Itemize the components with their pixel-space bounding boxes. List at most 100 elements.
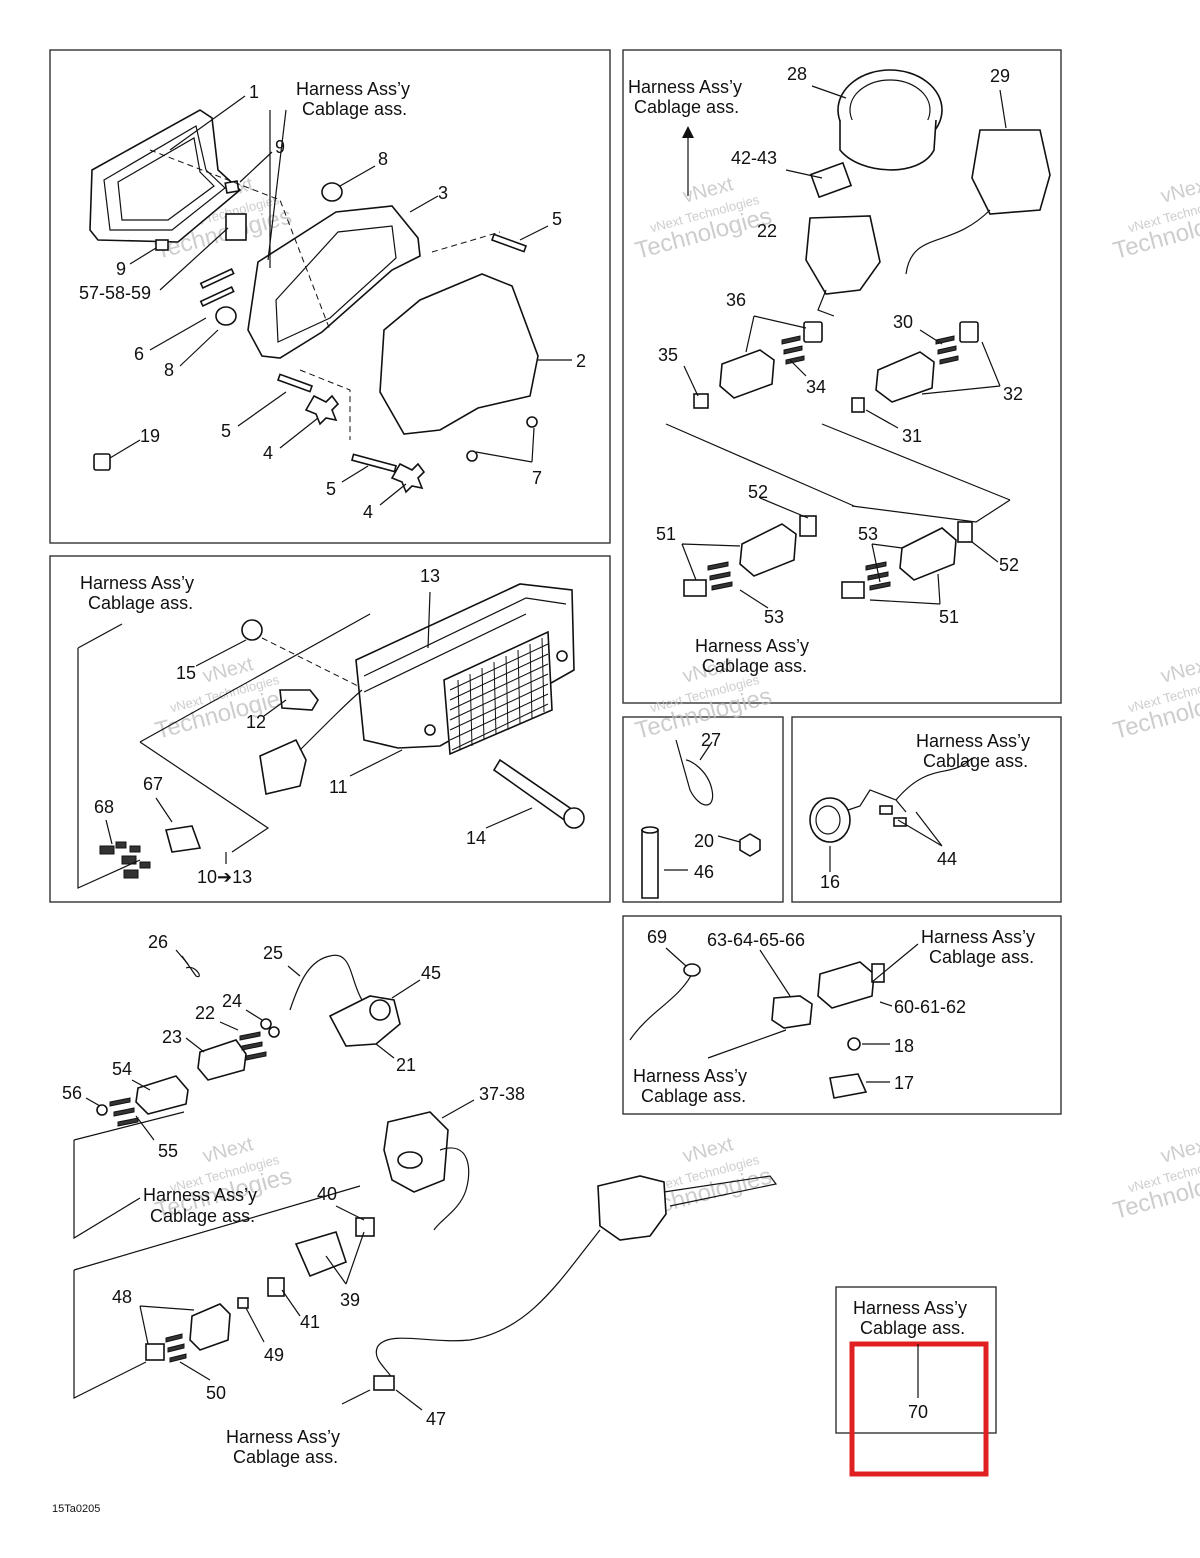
callout: 47 (426, 1409, 446, 1429)
callout: 70 (908, 1402, 928, 1422)
callout: 50 (206, 1383, 226, 1403)
harness-label-1: Harness Ass’y Cablage ass. (296, 79, 410, 119)
svg-text:Cablage ass.: Cablage ass. (150, 1206, 255, 1226)
callout: 37-38 (479, 1084, 525, 1104)
callout: 49 (264, 1345, 284, 1365)
harness-label-6: Harness Ass’y Cablage ass. (921, 927, 1035, 967)
callout: 54 (112, 1059, 132, 1079)
callout: 7 (532, 468, 542, 488)
callout: 31 (902, 426, 922, 446)
callout: 23 (162, 1027, 182, 1047)
harness-label-10: Harness Ass’y Cablage ass. (226, 1427, 340, 1467)
svg-text:Harness Ass’y: Harness Ass’y (628, 77, 742, 97)
callout: 39 (340, 1290, 360, 1310)
callout: 40 (317, 1184, 337, 1204)
callout: 63-64-65-66 (707, 930, 805, 950)
svg-text:Cablage ass.: Cablage ass. (929, 947, 1034, 967)
callout: 12 (246, 712, 266, 732)
taillight-assembly (77, 583, 585, 889)
svg-text:Cablage ass.: Cablage ass. (860, 1318, 965, 1338)
harness-label-9: Harness Ass’y Cablage ass. (853, 1298, 967, 1338)
harness-label-7: Harness Ass’y Cablage ass. (633, 1066, 747, 1106)
callout: 21 (396, 1055, 416, 1075)
callout: 36 (726, 290, 746, 310)
callouts: 1 2 3 4 4 5 5 5 6 7 8 8 9 9 57-58-59 19 … (62, 64, 1023, 1429)
callout: 53 (858, 524, 878, 544)
callout: 42-43 (731, 148, 777, 168)
harness-label-4: Harness Ass’y Cablage ass. (695, 636, 809, 676)
callout: 51 (939, 607, 959, 627)
callout: 9 (116, 259, 126, 279)
callout: 55 (158, 1141, 178, 1161)
figure-code: 15Ta0205 (52, 1503, 100, 1515)
callout: 26 (148, 932, 168, 952)
callout: 5 (326, 479, 336, 499)
callout: 4 (263, 443, 273, 463)
callout: 68 (94, 797, 114, 817)
panel-sensor (622, 915, 1062, 1115)
callout: 29 (990, 66, 1010, 86)
callout: 19 (140, 426, 160, 446)
callout: 2 (576, 351, 586, 371)
panel-tie (622, 716, 784, 903)
svg-text:Cablage ass.: Cablage ass. (88, 593, 193, 613)
callout: 60-61-62 (894, 997, 966, 1017)
callout: 69 (647, 927, 667, 947)
svg-text:Cablage ass.: Cablage ass. (641, 1086, 746, 1106)
highlight-box (849, 1341, 989, 1477)
headlamp-assembly (89, 95, 572, 506)
callout: 32 (1003, 384, 1023, 404)
callout: 16 (820, 872, 840, 892)
sensor-assembly (629, 943, 919, 1099)
callout: 18 (894, 1036, 914, 1056)
callout: 22 (195, 1003, 215, 1023)
callout: 41 (300, 1312, 320, 1332)
callout: 46 (694, 862, 714, 882)
callout: 8 (164, 360, 174, 380)
callout: 45 (421, 963, 441, 983)
panel-headlamp (49, 49, 611, 544)
harness-label-2: Harness Ass’y Cablage ass. (628, 77, 742, 117)
harness-label-3: Harness Ass’y Cablage ass. (80, 573, 194, 613)
svg-text:Harness Ass’y: Harness Ass’y (226, 1427, 340, 1447)
svg-text:Harness Ass’y: Harness Ass’y (296, 79, 410, 99)
panel-socket (791, 716, 1062, 903)
svg-text:Cablage ass.: Cablage ass. (702, 656, 807, 676)
callout: 9 (275, 137, 285, 157)
harness-label-8: Harness Ass’y Cablage ass. (143, 1185, 257, 1226)
callout: 5 (221, 421, 231, 441)
callout: 20 (694, 831, 714, 851)
callout: 10➔13 (197, 867, 252, 887)
svg-text:Harness Ass’y: Harness Ass’y (633, 1066, 747, 1086)
callout: 48 (112, 1287, 132, 1307)
callout: 8 (378, 149, 388, 169)
callout: 6 (134, 344, 144, 364)
svg-text:Harness Ass’y: Harness Ass’y (921, 927, 1035, 947)
panel-harness-70 (835, 1286, 997, 1434)
callout: 17 (894, 1073, 914, 1093)
callout: 34 (806, 377, 826, 397)
gauge-assembly (665, 69, 1051, 609)
svg-text:Cablage ass.: Cablage ass. (233, 1447, 338, 1467)
harness-label-5: Harness Ass’y Cablage ass. (916, 731, 1030, 771)
callout: 35 (658, 345, 678, 365)
callout: 25 (263, 943, 283, 963)
callout: 3 (438, 183, 448, 203)
callout: 13 (420, 566, 440, 586)
svg-text:Cablage ass.: Cablage ass. (923, 751, 1028, 771)
callout: 11 (329, 777, 348, 797)
callout: 4 (363, 502, 373, 522)
callout: 53 (764, 607, 784, 627)
callout: 1 (249, 82, 259, 102)
panel-gauges (622, 49, 1062, 704)
callout: 30 (893, 312, 913, 332)
svg-text:Cablage ass.: Cablage ass. (634, 97, 739, 117)
callout: 67 (143, 774, 163, 794)
callout: 24 (222, 991, 242, 1011)
switch-harness-assembly (73, 949, 778, 1411)
callout: 28 (787, 64, 807, 84)
tie-strap-assembly (641, 739, 761, 899)
callout: 52 (748, 482, 768, 502)
callout: 15 (176, 663, 196, 683)
